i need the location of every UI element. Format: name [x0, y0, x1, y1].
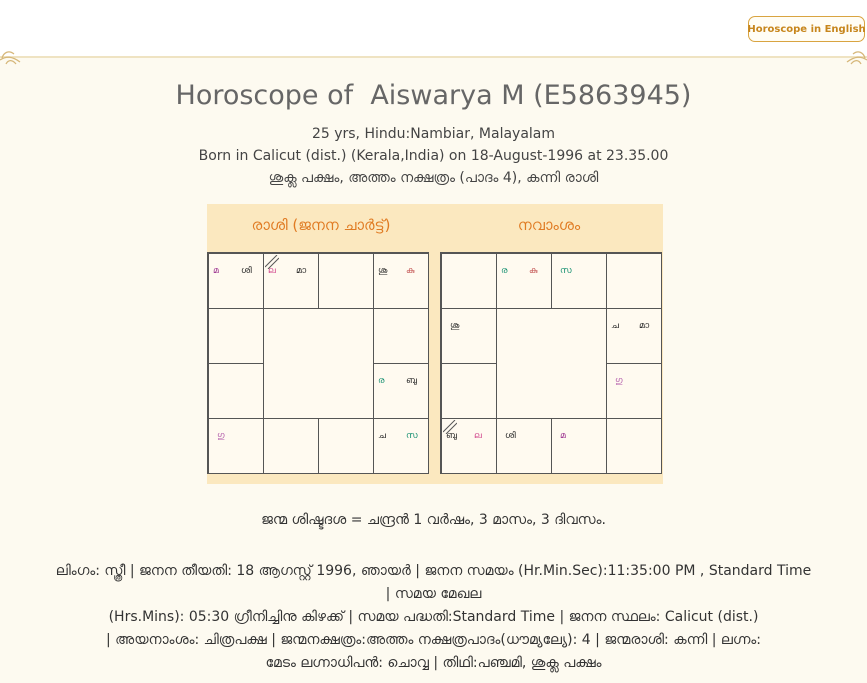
ascendant-marker-icon	[443, 420, 457, 434]
navamsa-chart-title: നവാംശം	[517, 216, 581, 234]
ascendant-marker-icon	[265, 255, 279, 269]
navamsa-house-cell: ര കു	[496, 253, 552, 309]
details-line-5: മേടം ലഗ്നാധിപൻ: ചൊവ്വ | തിഥി:പഞ്ചമി, ശുക…	[265, 655, 602, 671]
planet-label: സ	[560, 266, 572, 276]
planet-label: മ	[560, 431, 566, 441]
horoscope-in-english-button[interactable]: Horoscope in English	[747, 16, 866, 42]
profile-name: Aiswarya M (E5863945)	[370, 80, 692, 111]
age-community-line: 25 yrs, Hindu:Nambiar, Malayalam	[311, 126, 556, 142]
planet-label: ബു	[406, 376, 417, 386]
planet-label: ശി	[505, 431, 516, 441]
planet-label: ശു	[450, 321, 460, 331]
navamsa-house-cell: ശി	[496, 418, 552, 474]
planet-label: ഗു	[615, 376, 623, 386]
rasi-house-cell	[318, 418, 374, 474]
rasi-house-cell	[208, 363, 264, 419]
title-prefix: Horoscope of	[175, 80, 354, 111]
planet-label: ല	[268, 266, 276, 276]
planet-label: ശി	[241, 266, 252, 276]
details-line-4: | അയനാംശം: ചിത്രപക്ഷ | ജന്മനക്ഷത്രം:അത്ത…	[106, 632, 761, 648]
navamsa-house-cell	[441, 253, 497, 309]
rasi-center	[263, 308, 375, 420]
navamsa-house-cell: ച മാ	[606, 308, 662, 364]
birth-line: Born in Calicut (dist.) (Kerala,India) o…	[198, 148, 669, 164]
planet-label: ഗു	[217, 431, 225, 441]
birth-details: ലിംഗം: സ്ത്രീ | ജനന തീയതി: 18 ആഗസ്റ്റ് 1…	[0, 560, 867, 675]
charts-panel: രാശി (ജനന ചാർട്ട്) നവാംശം മ ശി ല മാ ശു കു ര ബു ഗ…	[207, 204, 663, 484]
navamsa-house-cell: ബു ല	[441, 418, 497, 474]
navamsa-center	[496, 308, 608, 420]
corner-ornament-left-icon	[0, 51, 21, 65]
details-line-2: | സമയ മേഖല	[385, 586, 482, 602]
navamsa-house-cell: ശു	[441, 308, 497, 364]
planet-label: ബു	[446, 431, 457, 441]
planet-label: ശു	[378, 266, 388, 276]
rasi-house-cell: ഗു	[208, 418, 264, 474]
rasi-house-cell: മ ശി	[208, 253, 264, 309]
navamsa-house-cell	[441, 363, 497, 419]
rasi-house-cell: ര ബു	[373, 363, 429, 419]
planet-label: ര	[378, 376, 385, 386]
rasi-house-cell	[263, 418, 319, 474]
planet-label: കു	[529, 266, 538, 276]
rasi-house-cell	[373, 308, 429, 364]
planet-label: മാ	[639, 321, 650, 331]
planet-label: മ	[213, 266, 219, 276]
planet-label: ര	[501, 266, 508, 276]
dasa-balance: ജന്മ ശിഷ്ടദശ = ചന്ദ്രൻ 1 വർഷം, 3 മാസം, 3…	[261, 512, 606, 528]
rasi-chart-title: രാശി (ജനന ചാർട്ട്)	[251, 216, 391, 234]
nakshatra-line: ശുക്ല പക്ഷം, അത്തം നക്ഷത്രം (പാദം 4), കന…	[268, 170, 599, 186]
planet-label: ച	[378, 431, 386, 441]
navamsa-house-cell: മ	[551, 418, 607, 474]
details-line-3: (Hrs.Mins): 05:30 ഗ്രീനിച്ചിനു കിഴക്ക് |…	[108, 609, 759, 625]
details-line-1: ലിംഗം: സ്ത്രീ | ജനന തീയതി: 18 ആഗസ്റ്റ് 1…	[55, 563, 812, 579]
navamsa-house-cell: സ	[551, 253, 607, 309]
navamsa-chart: ര കു സ ശു ച മാ ഗു ബു ല ശി മ	[440, 252, 662, 474]
rasi-house-cell	[318, 253, 374, 309]
navamsa-house-cell: ഗു	[606, 363, 662, 419]
planet-label: മാ	[296, 266, 307, 276]
corner-ornament-right-icon	[846, 51, 867, 65]
rasi-house-cell	[208, 308, 264, 364]
navamsa-house-cell	[606, 253, 662, 309]
navamsa-house-cell	[606, 418, 662, 474]
planet-label: ല	[474, 431, 482, 441]
rasi-house-cell: ല മാ	[263, 253, 319, 309]
rasi-house-cell: ശു കു	[373, 253, 429, 309]
planet-label: സ	[406, 431, 418, 441]
page-title: Horoscope of Aiswarya M (E5863945)	[0, 80, 867, 111]
planet-label: ച	[611, 321, 619, 331]
planet-label: കു	[406, 266, 415, 276]
